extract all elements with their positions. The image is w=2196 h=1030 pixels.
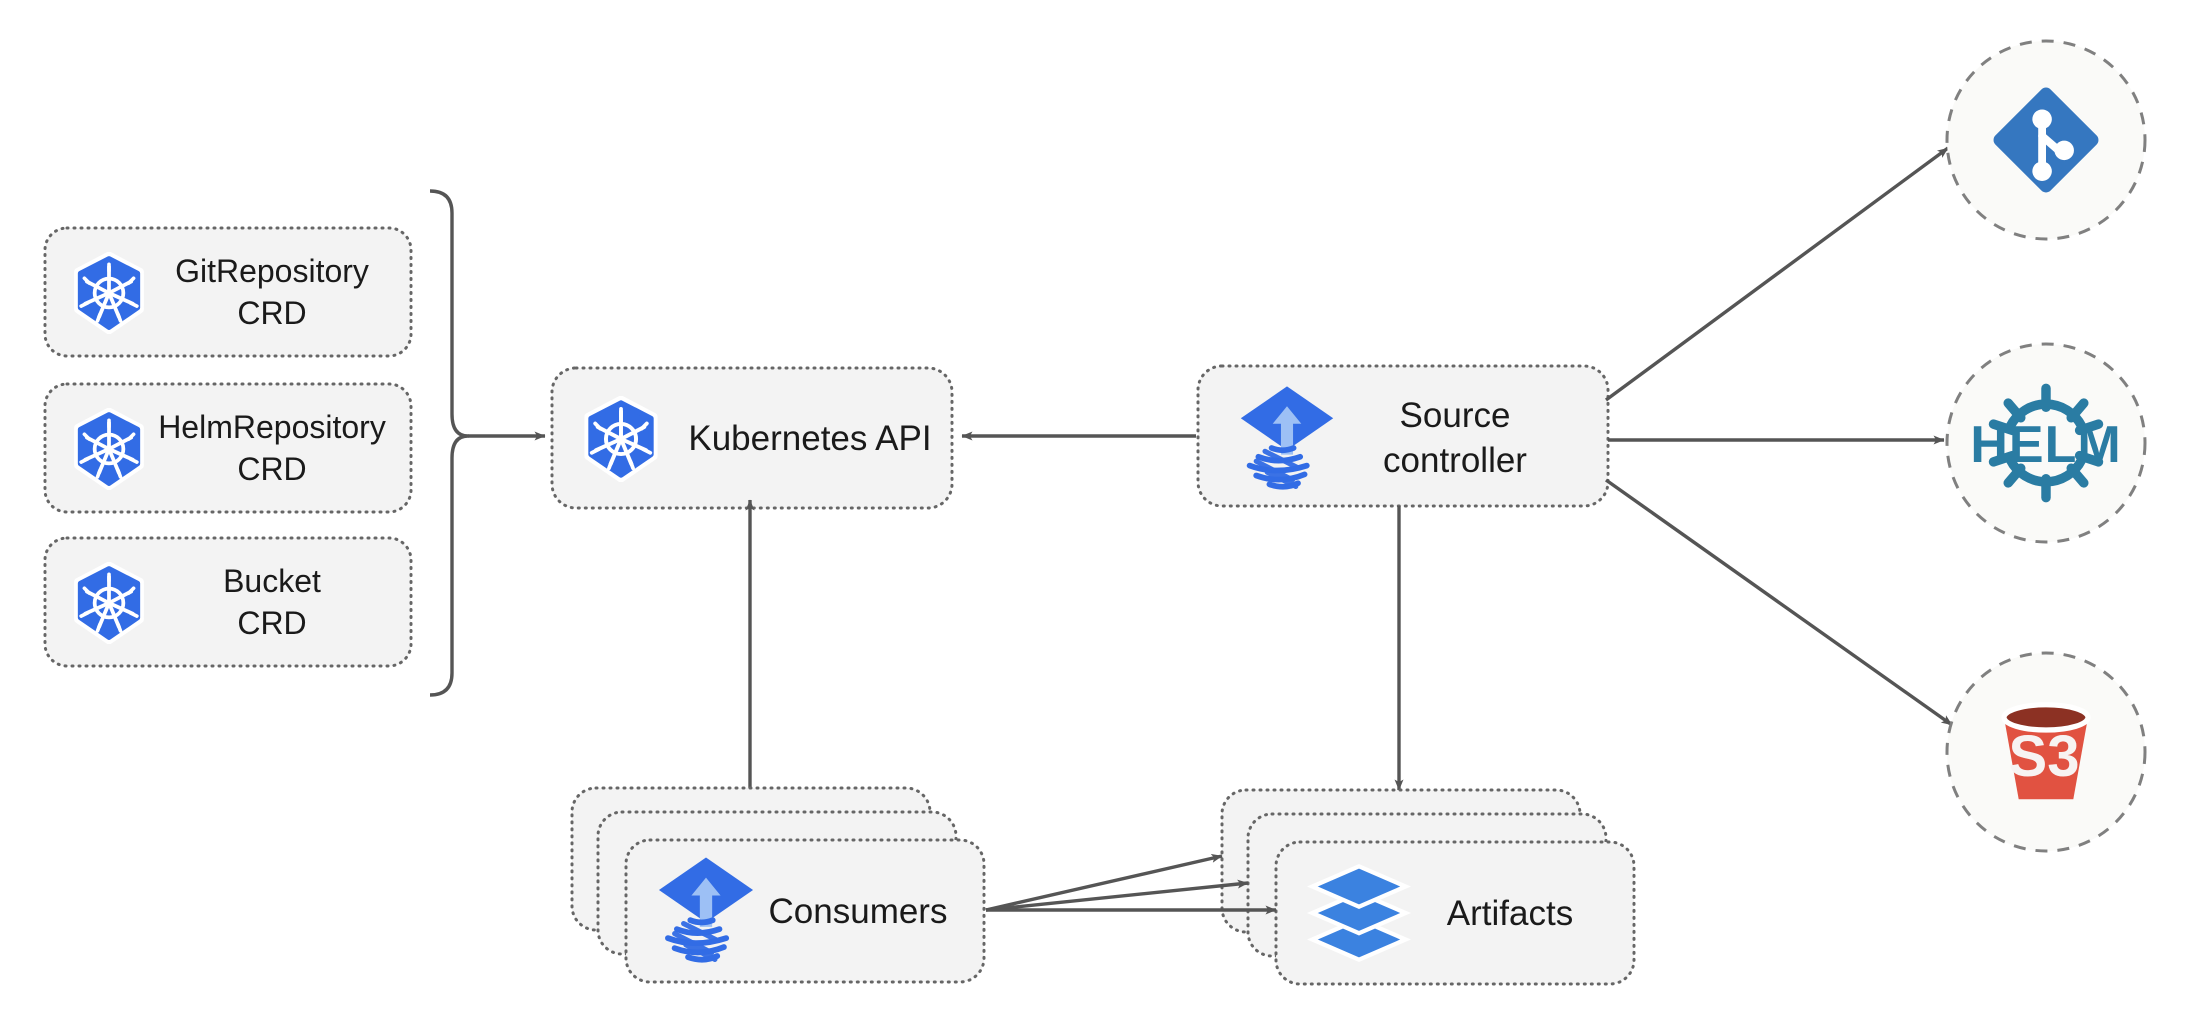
crd-box-helmrepository[interactable]: HelmRepository CRD: [43, 382, 413, 514]
kubernetes-api-label: Kubernetes API: [688, 419, 931, 458]
node-kubernetes-api[interactable]: Kubernetes API: [550, 366, 954, 510]
crd-label-line2: CRD: [237, 295, 306, 331]
edge-source-to-s3: [1605, 478, 1953, 727]
edge-consumers-to-artifacts: [985, 853, 1277, 915]
consumers-label: Consumers: [769, 892, 948, 931]
source-circle-helm[interactable]: HELM: [1945, 342, 2147, 544]
kubernetes-icon: [78, 411, 140, 486]
kubernetes-icon: [588, 399, 653, 478]
crd-label-line1: HelmRepository: [158, 409, 386, 445]
edge-source-to-git: [1604, 146, 1950, 402]
layers-icon: [1312, 866, 1405, 959]
source-circle-s3[interactable]: S3: [1945, 651, 2147, 853]
crd-label-line2: CRD: [237, 451, 306, 487]
helm-wordmark: HELM: [1970, 416, 2121, 474]
kubernetes-icon: [78, 565, 140, 640]
s3-wordmark: S3: [2009, 724, 2080, 789]
node-artifacts[interactable]: Artifacts: [1220, 788, 1636, 986]
source-circle-git[interactable]: [1945, 39, 2147, 241]
kubernetes-icon: [78, 255, 140, 330]
crd-group-bracket: [429, 189, 470, 697]
crd-label-line1: GitRepository: [175, 253, 369, 289]
source-controller-label-line2: controller: [1383, 441, 1527, 480]
crd-label-line1: Bucket: [223, 563, 321, 599]
crd-box-bucket[interactable]: Bucket CRD: [43, 536, 413, 668]
artifacts-label: Artifacts: [1447, 894, 1573, 933]
source-controller-label-line1: Source: [1400, 396, 1511, 435]
node-consumers[interactable]: Consumers: [570, 786, 986, 984]
node-source-controller[interactable]: Source controller: [1196, 364, 1610, 508]
crd-label-line2: CRD: [237, 605, 306, 641]
crd-box-gitrepository[interactable]: GitRepository CRD: [43, 226, 413, 358]
